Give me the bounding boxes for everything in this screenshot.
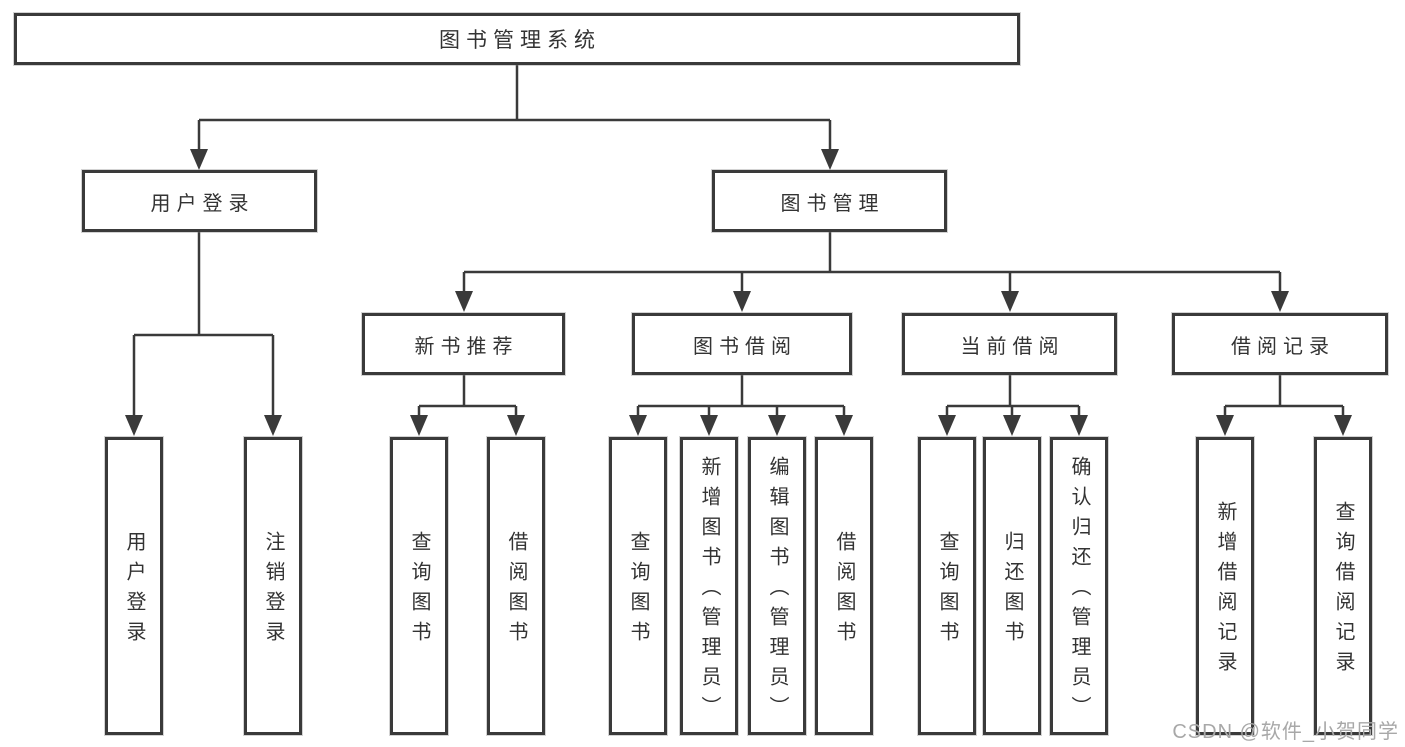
leaf-recommend-borrow-books: 借阅图书 <box>487 437 545 735</box>
node-user-login: 用户登录 <box>82 170 317 232</box>
leaf-borrowing-edit-books: 编辑图书（管理员） <box>748 437 806 735</box>
arrowhead-icon <box>1003 415 1021 436</box>
node-book-management: 图书管理 <box>712 170 947 232</box>
node-book-management-label: 图书管理 <box>780 192 885 215</box>
leaf-current-return-books-label: 归还图书 <box>1001 531 1023 651</box>
connector-current-borrowing-children <box>938 375 1088 436</box>
node-borrowing-records: 借阅记录 <box>1172 313 1388 375</box>
leaf-records-add-record-label: 新增借阅记录 <box>1214 501 1236 681</box>
watermark: CSDN @软件_小贺同学 <box>1172 721 1399 743</box>
arrowhead-icon <box>1070 415 1088 436</box>
arrowhead-icon <box>1334 415 1352 436</box>
leaf-records-query-record: 查询借阅记录 <box>1314 437 1372 735</box>
leaf-user-login: 用户登录 <box>105 437 163 735</box>
leaf-recommend-borrow-books-label: 借阅图书 <box>505 531 527 651</box>
leaf-current-confirm-return-label: 确认归还（管理员） <box>1068 456 1090 726</box>
leaf-records-query-record-label: 查询借阅记录 <box>1332 501 1354 681</box>
connector-book-management-children <box>455 232 1289 312</box>
connector-book-borrowing-children <box>629 375 853 436</box>
node-root-label: 图书管理系统 <box>439 29 601 52</box>
arrowhead-icon <box>410 415 428 436</box>
connector-user-login-children <box>125 232 282 436</box>
leaf-recommend-query-books: 查询图书 <box>390 437 448 735</box>
node-new-book-recommend-label: 新书推荐 <box>414 335 519 358</box>
connector-root-to-level2 <box>190 65 839 170</box>
leaf-recommend-query-books-label: 查询图书 <box>408 531 430 651</box>
leaf-logout: 注销登录 <box>244 437 302 735</box>
arrowhead-icon <box>507 415 525 436</box>
arrowhead-icon <box>821 149 839 170</box>
leaf-logout-label: 注销登录 <box>262 531 284 651</box>
arrowhead-icon <box>768 415 786 436</box>
leaf-current-query-books: 查询图书 <box>918 437 976 735</box>
arrowhead-icon <box>835 415 853 436</box>
node-borrowing-records-label: 借阅记录 <box>1231 335 1335 358</box>
arrowhead-icon <box>629 415 647 436</box>
arrowhead-icon <box>1001 291 1019 312</box>
node-new-book-recommend: 新书推荐 <box>362 313 565 375</box>
node-root: 图书管理系统 <box>14 13 1020 65</box>
arrowhead-icon <box>190 149 208 170</box>
arrowhead-icon <box>455 291 473 312</box>
leaf-borrowing-edit-books-label: 编辑图书（管理员） <box>766 456 788 726</box>
leaf-borrowing-borrow-books: 借阅图书 <box>815 437 873 735</box>
arrowhead-icon <box>125 415 143 436</box>
node-book-borrowing-label: 图书借阅 <box>693 335 797 358</box>
leaf-borrowing-add-books: 新增图书（管理员） <box>680 437 738 735</box>
leaf-borrowing-add-books-label: 新增图书（管理员） <box>698 456 720 726</box>
leaf-current-return-books: 归还图书 <box>983 437 1041 735</box>
leaf-borrowing-query-books: 查询图书 <box>609 437 667 735</box>
leaf-current-confirm-return: 确认归还（管理员） <box>1050 437 1108 735</box>
arrowhead-icon <box>938 415 956 436</box>
leaf-borrowing-query-books-label: 查询图书 <box>627 531 649 651</box>
leaf-records-add-record: 新增借阅记录 <box>1196 437 1254 735</box>
node-current-borrowing-label: 当前借阅 <box>960 335 1065 358</box>
arrowhead-icon <box>700 415 718 436</box>
arrowhead-icon <box>264 415 282 436</box>
connector-borrowing-records-children <box>1216 375 1352 436</box>
arrowhead-icon <box>733 291 751 312</box>
node-user-login-label: 用户登录 <box>150 192 255 215</box>
leaf-current-query-books-label: 查询图书 <box>936 531 958 651</box>
leaf-borrowing-borrow-books-label: 借阅图书 <box>833 531 855 651</box>
node-book-borrowing: 图书借阅 <box>632 313 852 375</box>
connector-new-book-recommend-children <box>410 375 525 436</box>
leaf-user-login-label: 用户登录 <box>123 531 145 651</box>
node-current-borrowing: 当前借阅 <box>902 313 1117 375</box>
arrowhead-icon <box>1271 291 1289 312</box>
arrowhead-icon <box>1216 415 1234 436</box>
